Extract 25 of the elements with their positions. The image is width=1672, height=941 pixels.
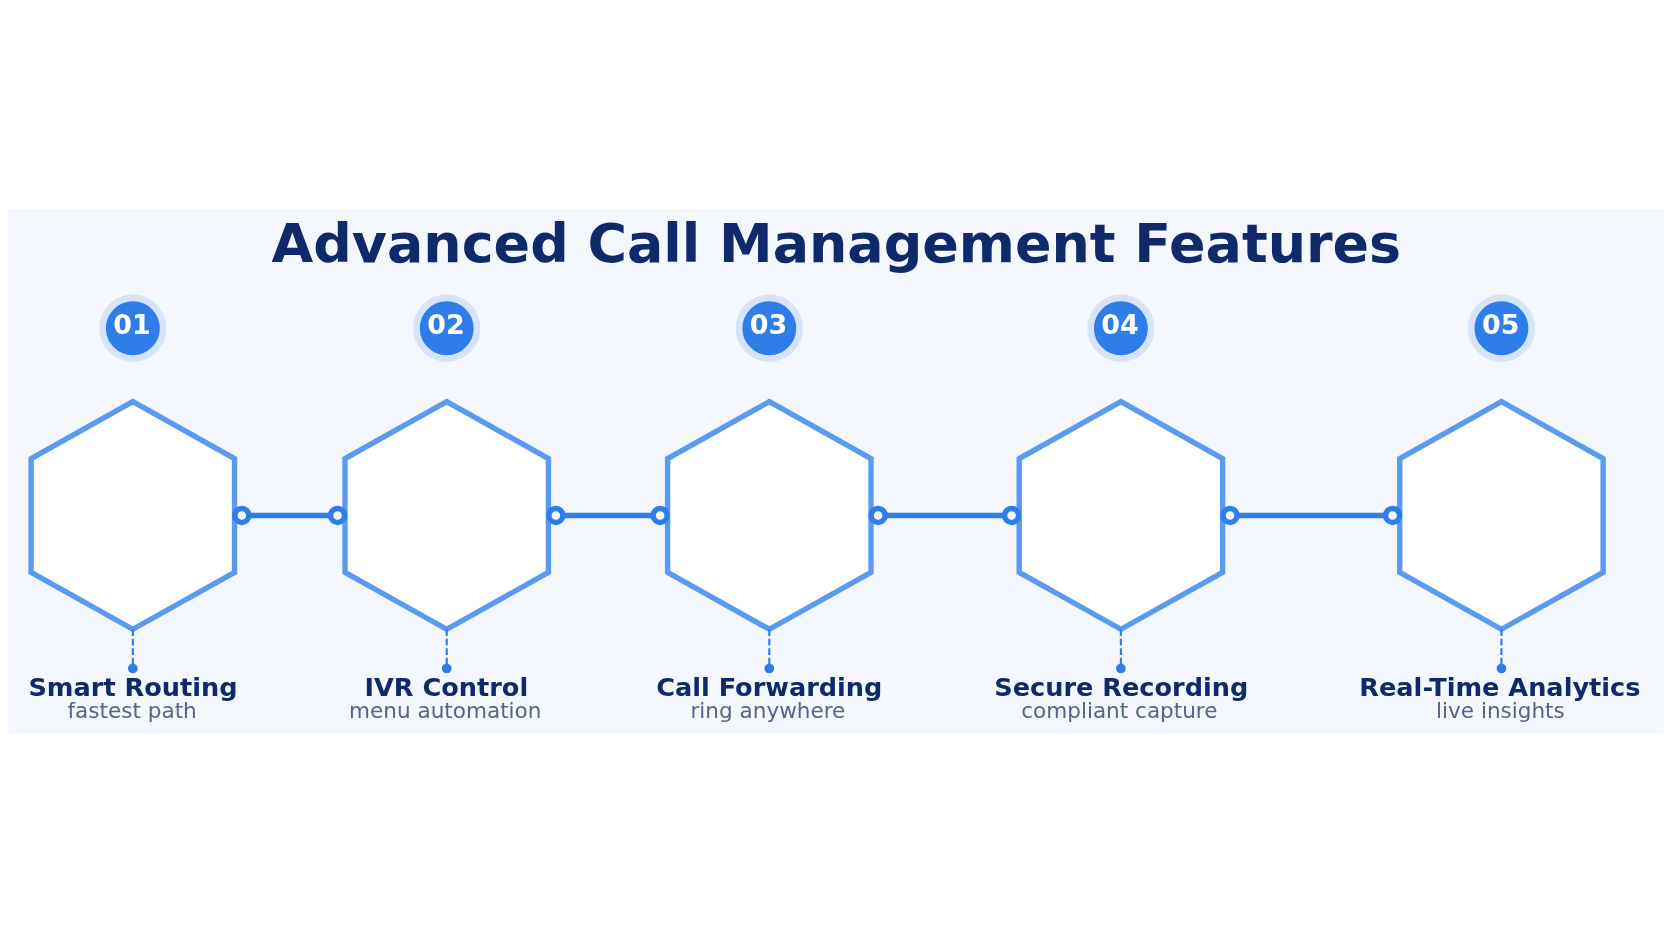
connector (128, 628, 138, 673)
node-text: Call Forwarding ring anywhere (656, 671, 883, 723)
node-circle: 01 (99, 294, 167, 362)
connector (441, 628, 452, 673)
node-circle: 04 (1087, 294, 1155, 362)
node-text: IVR Control menu automation (349, 671, 542, 723)
node-text: Smart Routing fastest path (28, 671, 238, 723)
connector (232, 505, 348, 525)
node-circle: 05 (1467, 294, 1536, 362)
connector (764, 628, 775, 673)
node-text: Real-Time Analytics live insights (1359, 671, 1641, 723)
node-hexagon (342, 398, 552, 632)
connector (1220, 505, 1403, 525)
node-hexagon (664, 398, 874, 632)
node-circle: 02 (413, 294, 481, 362)
node-hexagon (1397, 398, 1606, 632)
connector (1116, 628, 1126, 673)
node-hexagon (28, 398, 238, 632)
diagram-title: Advanced Call Management Features (271, 211, 1402, 275)
node-circle: 03 (735, 294, 803, 362)
connector (1496, 628, 1507, 673)
connector (546, 505, 670, 525)
connector (868, 505, 1022, 525)
node-hexagon (1016, 398, 1226, 632)
node-text: Secure Recording compliant capture (994, 671, 1249, 723)
